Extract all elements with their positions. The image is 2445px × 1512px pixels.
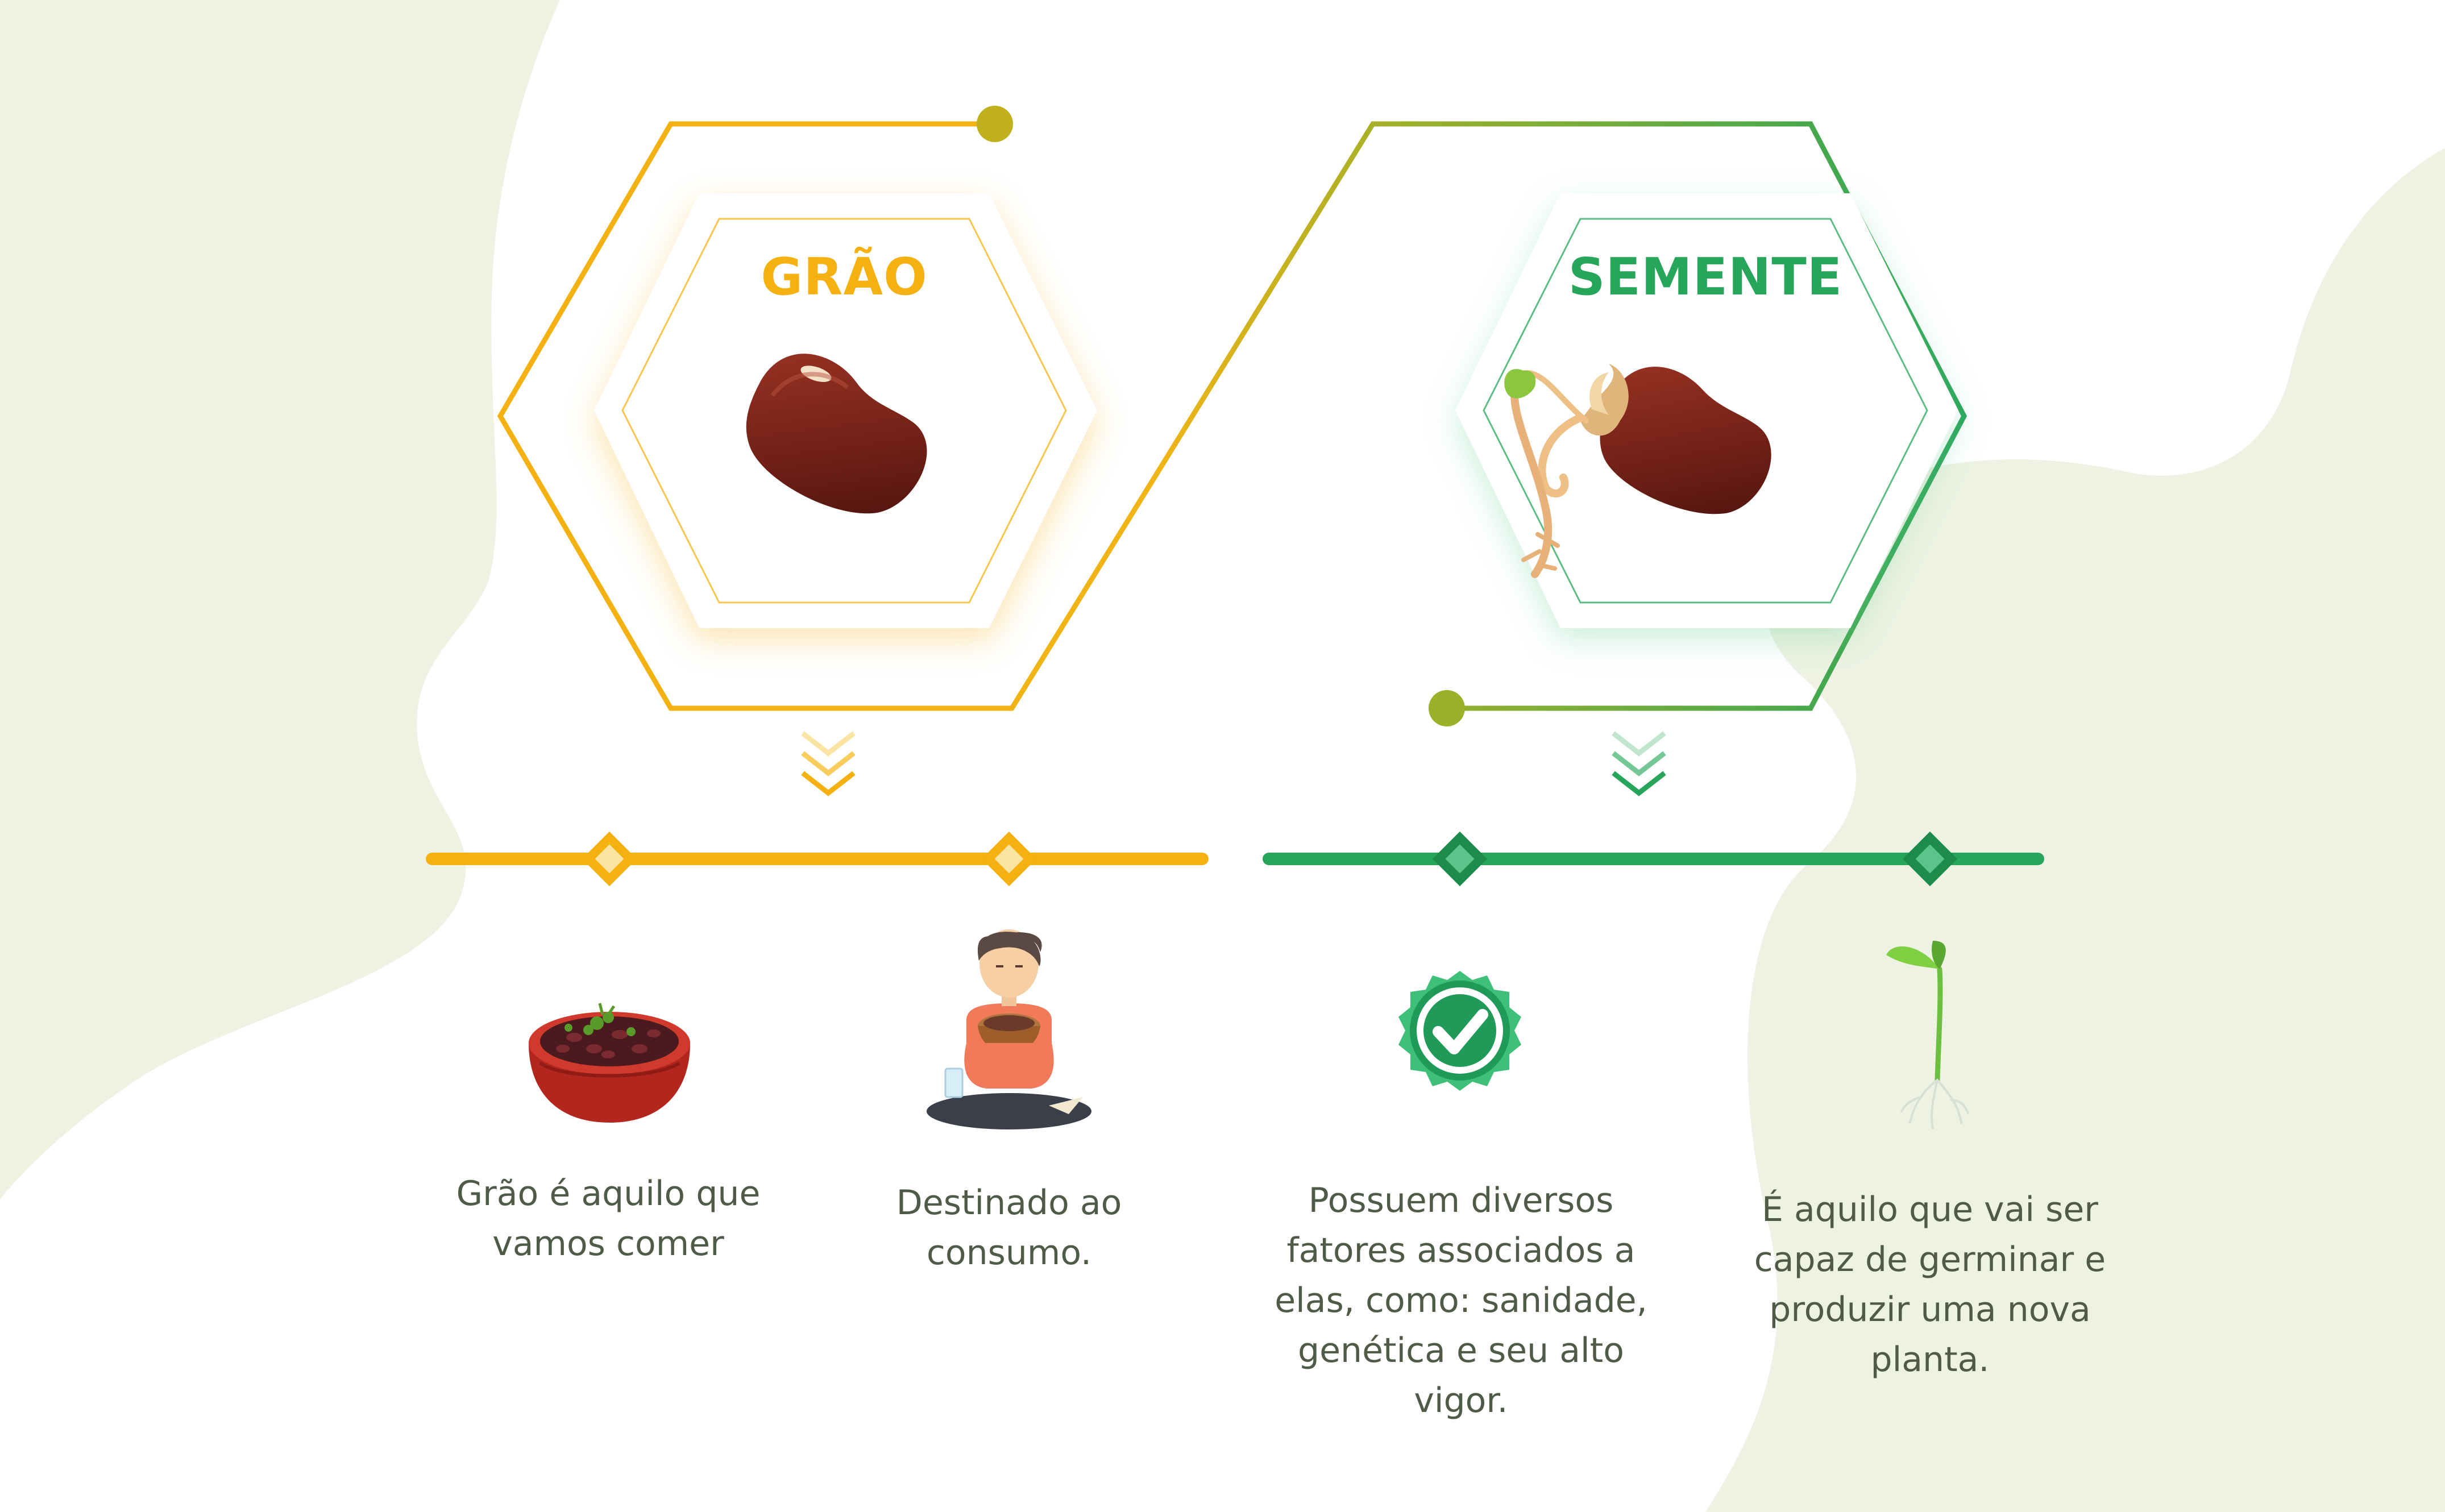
grain-timeline-marker-1 <box>582 831 637 887</box>
seedling-icon <box>1886 941 1969 1129</box>
sprouting-bean-icon <box>1504 364 1771 578</box>
grain-timeline-marker-2 <box>981 831 1037 887</box>
seed-title: SEMENTE <box>1568 247 1843 307</box>
connector-line <box>497 121 1967 711</box>
kidney-bean-icon <box>746 354 927 514</box>
connector-start-dot <box>977 106 1013 142</box>
grain-item-1-text: Grão é aquilo que vamos comer <box>456 1174 761 1264</box>
background-blob-left <box>0 0 560 1199</box>
grain-down-arrows-icon <box>801 731 856 796</box>
bean-bowl-icon <box>529 1003 690 1123</box>
seed-down-arrows-icon <box>1612 731 1666 796</box>
quality-check-badge-icon <box>1398 971 1521 1091</box>
connector-end-dot <box>1429 690 1465 726</box>
person-eating-icon <box>927 929 1091 1129</box>
seed-item-1-text: Possuem diversos fatores associados a el… <box>1275 1181 1647 1420</box>
seed-timeline-marker-1 <box>1432 831 1488 887</box>
grain-item-2-text: Destinado ao consumo. <box>896 1183 1122 1273</box>
seed-panel-outline <box>1483 218 1928 604</box>
grain-title: GRÃO <box>761 247 928 307</box>
grain-panel-outline <box>621 218 1067 604</box>
seed-item-2-text: É aquilo que vai ser capaz de germinar e… <box>1754 1190 2106 1380</box>
